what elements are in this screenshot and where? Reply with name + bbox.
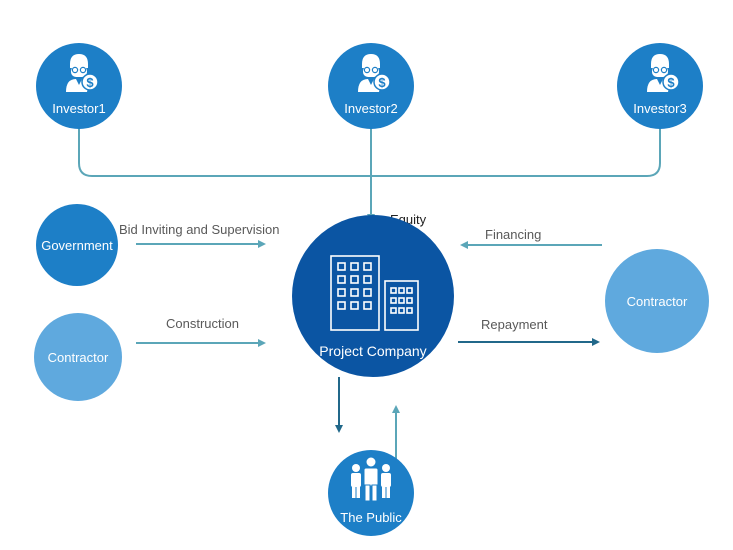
- investor-icon: $: [66, 54, 99, 92]
- repayment-label: Repayment: [481, 317, 548, 332]
- project-company-label: Project Company: [319, 343, 426, 359]
- public-label: The Public: [340, 510, 402, 525]
- investor2-label: Investor2: [344, 101, 397, 116]
- public-node: The Public: [328, 450, 414, 536]
- svg-text:$: $: [86, 75, 94, 90]
- investor1-node: $ Investor1: [36, 43, 122, 129]
- contractor-right-node: Contractor: [605, 249, 709, 353]
- contractor-right-label: Contractor: [627, 294, 688, 309]
- investor3-label: Investor3: [633, 101, 686, 116]
- investor-icon: $: [358, 54, 391, 92]
- bid-label: Bid Inviting and Supervision: [119, 222, 279, 237]
- construction-label: Construction: [166, 316, 239, 331]
- government-label: Government: [41, 238, 113, 253]
- investor-icon: $: [647, 54, 680, 92]
- investor1-label: Investor1: [52, 101, 105, 116]
- people-icon: [351, 456, 391, 502]
- contractor-left-label: Contractor: [48, 350, 109, 365]
- buildings-icon: [330, 255, 419, 331]
- investor-connector: [78, 128, 661, 177]
- svg-text:$: $: [378, 75, 386, 90]
- svg-text:$: $: [667, 75, 675, 90]
- government-node: Government: [36, 204, 118, 286]
- investor2-node: $ Investor2: [328, 43, 414, 129]
- financing-label: Financing: [485, 227, 541, 242]
- project-company-node: Project Company: [292, 215, 454, 377]
- contractor-left-node: Contractor: [34, 313, 122, 401]
- investor3-node: $ Investor3: [617, 43, 703, 129]
